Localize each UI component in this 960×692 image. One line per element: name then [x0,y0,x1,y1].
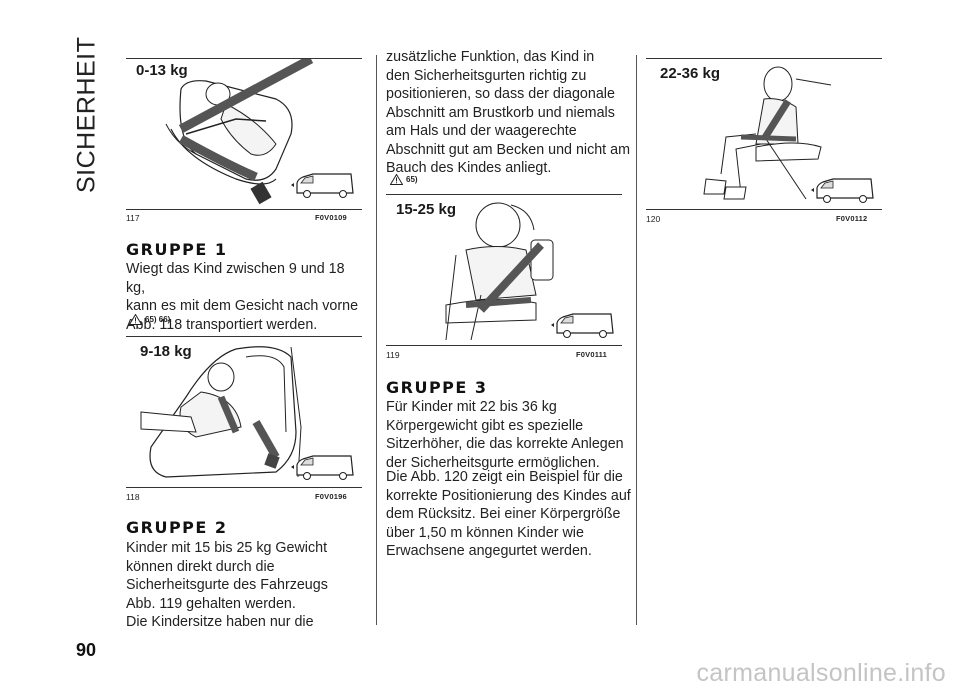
warning-numbers: 65) 66) [145,315,171,324]
warning-reference: 65) [390,174,418,185]
section-heading: GRUPPE 1 [126,240,228,259]
figure-number: 119 [386,350,400,360]
figure-code: F0V0109 [315,213,347,222]
paragraph: zusätzliche Funktion, das Kind in den Si… [386,49,630,176]
paragraph: Für Kinder mit 22 bis 36 kg Körpergewich… [386,399,624,471]
figure-number: 118 [126,492,140,502]
section-heading: GRUPPE 3 [386,378,488,397]
watermark: carmanualsonline.info [696,659,946,687]
warning-triangle-icon [129,314,142,325]
page-number: 90 [76,640,97,660]
warning-triangle-icon [390,174,403,185]
figure-weight-label: 9-18 kg [140,343,192,360]
figure-weight-label: 22-36 kg [660,65,721,82]
paragraph: Kinder mit 15 bis 25 kg Gewicht können d… [126,540,328,630]
warning-reference: 65) 66) [129,314,170,325]
figure-118: 9-18 kg [126,336,362,488]
van-icon [291,173,354,198]
figure-number: 117 [126,213,140,223]
figure-number: 120 [646,214,661,224]
seat-booster-cushion-illustration [703,66,832,200]
figure-code: F0V0196 [315,492,347,501]
figure-code: F0V0112 [836,214,868,223]
van-icon [811,178,874,203]
figure-weight-label: 0-13 kg [136,62,188,79]
section-title: SICHERHEIT [72,36,101,194]
van-icon [291,455,354,480]
infant-carrier-illustration [165,59,314,205]
figure-117: 0-13 kg [126,58,362,210]
figure-119: 15-25 kg [386,194,622,346]
figure-code: F0V0111 [576,350,608,359]
figure-120: 22-36 kg [646,58,882,210]
booster-seat-illustration [445,202,554,341]
figure-weight-label: 15-25 kg [396,201,457,218]
forward-facing-seat-illustration [140,346,302,478]
section-heading: GRUPPE 2 [126,518,228,537]
column-divider [636,55,637,625]
warning-numbers: 65) [406,175,418,184]
van-icon [551,313,614,338]
column-divider [376,55,377,625]
paragraph: Wiegt das Kind zwischen 9 und 18 kg, kan… [126,261,359,333]
paragraph: Die Abb. 120 zeigt ein Beispiel für die … [386,469,631,559]
